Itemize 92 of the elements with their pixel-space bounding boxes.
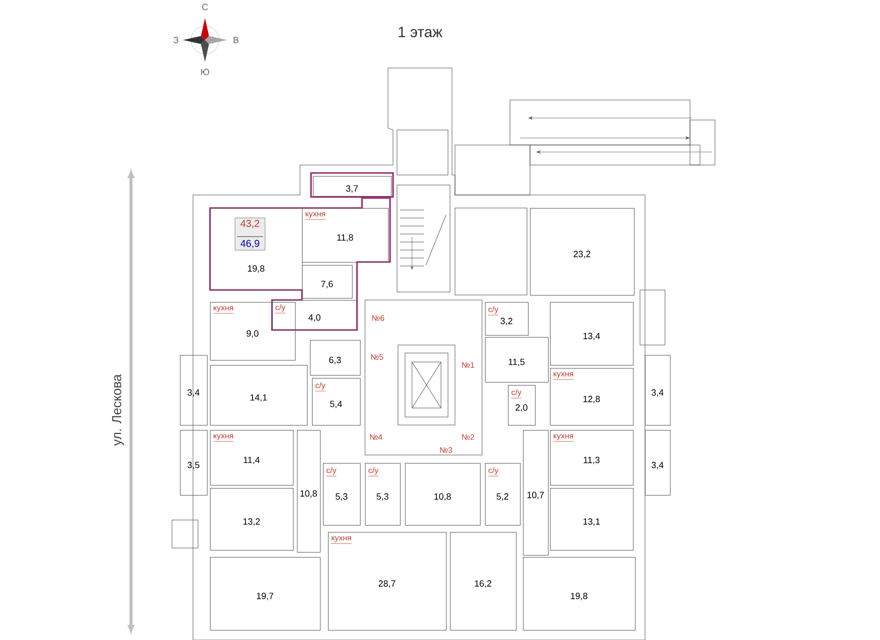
room: [302, 208, 388, 262]
area-number: 19,7: [256, 592, 274, 600]
room: [508, 385, 536, 426]
room: [365, 463, 400, 526]
room: [210, 302, 296, 360]
area-number: 10,8: [434, 493, 451, 501]
room-label: кухня: [305, 212, 326, 220]
room: [645, 355, 670, 426]
room: [485, 463, 520, 526]
area-number: 5,3: [336, 493, 348, 501]
title: 1 этаж: [398, 26, 442, 38]
area-number: 10,8: [300, 490, 317, 498]
room: [210, 557, 320, 630]
compass-letter: С: [202, 4, 208, 10]
room: [210, 365, 308, 426]
area-number: 4,0: [308, 314, 320, 322]
room-label: кухня: [213, 434, 234, 442]
room-label: кухня: [213, 306, 234, 314]
room: [310, 340, 360, 376]
room-label: кухня: [553, 434, 574, 442]
corridor-number: №5: [371, 354, 384, 360]
room-label: с/у: [275, 304, 286, 314]
room-label: с/у: [315, 382, 326, 392]
room: [312, 378, 360, 426]
room: [405, 463, 480, 526]
compass-letter: В: [234, 36, 239, 44]
room: [328, 532, 446, 630]
compass-letter: Ю: [201, 68, 210, 76]
area-number: 19,8: [248, 265, 264, 273]
area-number: 3,4: [652, 462, 664, 470]
room-label: с/у: [488, 467, 499, 476]
corridor-number: №4: [370, 434, 382, 440]
area-number: 5,3: [376, 493, 388, 501]
area-number: 13,1: [583, 518, 600, 526]
area-number: 3,2: [500, 318, 512, 326]
area-number: 3,5: [188, 462, 200, 470]
area-number: 3,4: [652, 389, 664, 397]
room-label: с/у: [511, 389, 522, 398]
room: [550, 488, 634, 550]
area-number: 3,4: [188, 389, 200, 397]
room-label: с/у: [488, 306, 499, 316]
room: [180, 430, 208, 496]
room: [450, 532, 516, 630]
area-number: 11,4: [244, 456, 260, 464]
area-number: 14,1: [250, 394, 267, 402]
area-number: 5,4: [330, 400, 342, 408]
area-number: 5,2: [496, 493, 508, 501]
area-number: 11,8: [337, 234, 354, 242]
room: [180, 355, 208, 426]
area-box: 43,2 46,9: [234, 218, 266, 250]
room: [550, 368, 634, 426]
area-number: 6,3: [329, 356, 341, 364]
room-label: с/у: [326, 467, 337, 476]
room: [210, 430, 294, 486]
corridor-number: №6: [372, 315, 384, 321]
room-label: кухня: [331, 536, 352, 544]
room: [550, 302, 634, 366]
area-number: 3,7: [346, 185, 358, 193]
area-number: 12,8: [583, 396, 600, 404]
room: [523, 430, 548, 556]
room: [485, 337, 548, 382]
area-number: 13,4: [583, 332, 600, 340]
room: [550, 430, 634, 486]
area-number: 2,0: [516, 404, 528, 412]
area-number: 7,6: [321, 280, 333, 288]
corridor-number: №3: [440, 447, 452, 453]
area-number: 28,7: [378, 580, 396, 588]
room: [523, 557, 636, 630]
area-number: 11,5: [508, 358, 525, 366]
corridor-number: №1: [462, 362, 474, 368]
room: [313, 176, 392, 196]
room: [485, 302, 528, 336]
room: [210, 208, 302, 290]
area-number: 10,7: [527, 492, 544, 500]
corridor-number: №2: [462, 434, 474, 440]
compass-letter: З: [174, 36, 178, 44]
room: [530, 208, 634, 296]
room: [323, 463, 360, 526]
room: [302, 265, 352, 298]
area-number: 19,8: [570, 592, 588, 600]
area-number: 9,0: [246, 330, 258, 338]
room: [210, 488, 294, 550]
area-number: 13,2: [243, 518, 260, 526]
room-label: кухня: [553, 372, 574, 380]
room: [297, 430, 320, 552]
street-name: ул. Лескова: [112, 374, 124, 446]
room: [272, 300, 358, 330]
room: [645, 430, 670, 496]
room-label: с/у: [368, 467, 379, 476]
area-number: 23,2: [574, 250, 590, 258]
area-number: 11,3: [584, 456, 600, 464]
area-number: 16,2: [474, 580, 492, 588]
